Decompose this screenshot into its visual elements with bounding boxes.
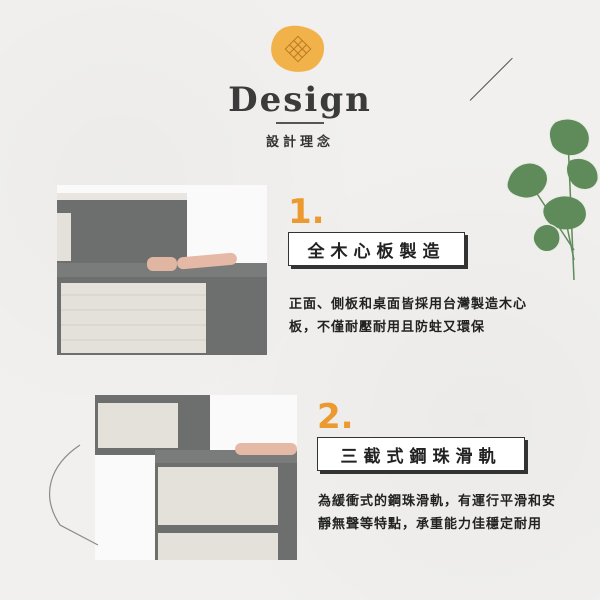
page-title: Design [228, 80, 372, 120]
feature-description-1: 正面、側板和桌面皆採用台灣製造木心板，不僅耐壓耐用且防蛀又環保 [289, 297, 528, 335]
plant-leaf-icon [506, 118, 599, 280]
feature-number-1: 1. [288, 192, 325, 232]
feature-number-2: 2. [317, 397, 354, 437]
pattern-blob-icon [271, 25, 325, 72]
feature-description-2: 為緩衝式的鋼珠滑軌，有運行平滑和安靜無聲等特點，承重能力佳穩定耐用 [318, 494, 557, 532]
title-divider [276, 122, 324, 124]
feature-heading-1: 全木心板製造 [288, 232, 465, 266]
product-photo-drawer-slide [40, 395, 297, 560]
dresser-drawer-icon [57, 185, 267, 355]
drawer-slide-icon [40, 395, 297, 560]
product-photo-wood-core [57, 185, 267, 355]
feature-heading-2: 三截式鋼珠滑軌 [317, 437, 525, 471]
page-subtitle: 設計理念 [265, 135, 334, 150]
